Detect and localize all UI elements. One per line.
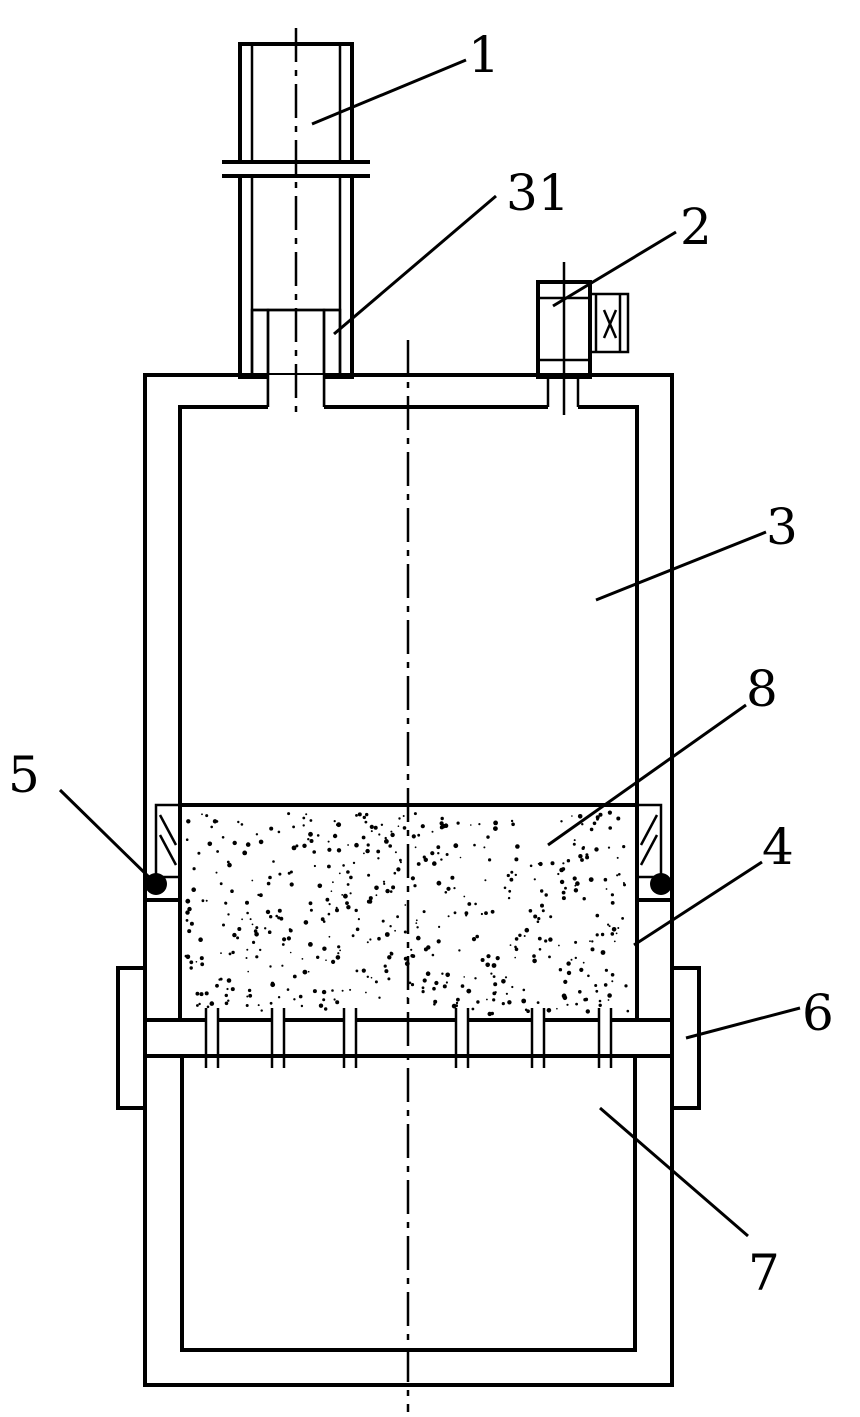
label-pipe-connector: 31 <box>506 164 570 222</box>
label-filter-holder: 4 <box>762 818 794 876</box>
label-perforated-plate: 6 <box>802 984 834 1042</box>
leader-lines <box>58 58 801 1238</box>
label-soil-sample: 8 <box>746 660 778 718</box>
valve <box>536 262 630 415</box>
label-lower-chamber: 7 <box>748 1244 780 1302</box>
label-valve: 2 <box>680 198 712 256</box>
label-inlet-pipe: 1 <box>468 26 500 84</box>
label-sealing-ring: 5 <box>8 746 40 804</box>
label-upper-chamber: 3 <box>766 498 798 556</box>
